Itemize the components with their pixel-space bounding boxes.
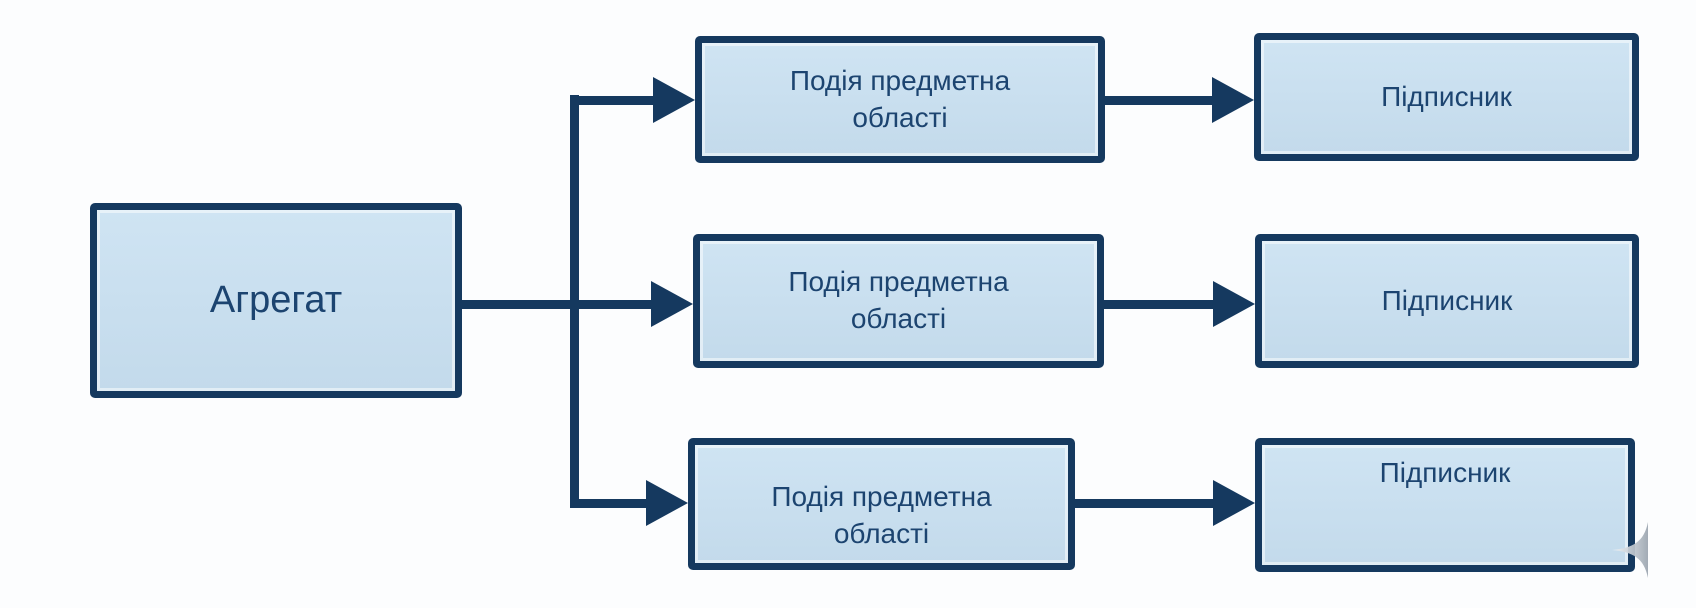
connector-event-top-to-subscriber: [1105, 96, 1213, 105]
node-domain-event-middle: Подія предметна області: [693, 234, 1104, 368]
arrowhead-into-subscriber-top: [1212, 77, 1254, 123]
connector-event-bottom-to-subscriber: [1075, 499, 1214, 508]
connector-aggregate-out: [462, 300, 652, 309]
connector-branch-bottom: [570, 499, 647, 508]
connector-fanout-trunk: [570, 95, 579, 508]
arrowhead-into-event-middle: [651, 281, 693, 327]
connector-branch-top: [570, 96, 654, 105]
node-domain-event-top: Подія предметна області: [695, 36, 1105, 163]
node-subscriber-middle: Підписник: [1255, 234, 1639, 368]
node-aggregate: Агрегат: [90, 203, 462, 398]
node-subscriber-top: Підписник: [1254, 33, 1639, 161]
arrowhead-into-subscriber-bottom: [1213, 480, 1255, 526]
node-subscriber-bottom: Підписник: [1255, 438, 1635, 572]
connector-event-middle-to-subscriber: [1104, 300, 1214, 309]
node-domain-event-bottom: Подія предметна області: [688, 438, 1075, 570]
arrowhead-into-event-bottom: [646, 480, 688, 526]
arrowhead-into-subscriber-middle: [1213, 281, 1255, 327]
arrowhead-into-event-top: [653, 77, 695, 123]
slide-previous-arrow-icon[interactable]: [1611, 522, 1649, 578]
